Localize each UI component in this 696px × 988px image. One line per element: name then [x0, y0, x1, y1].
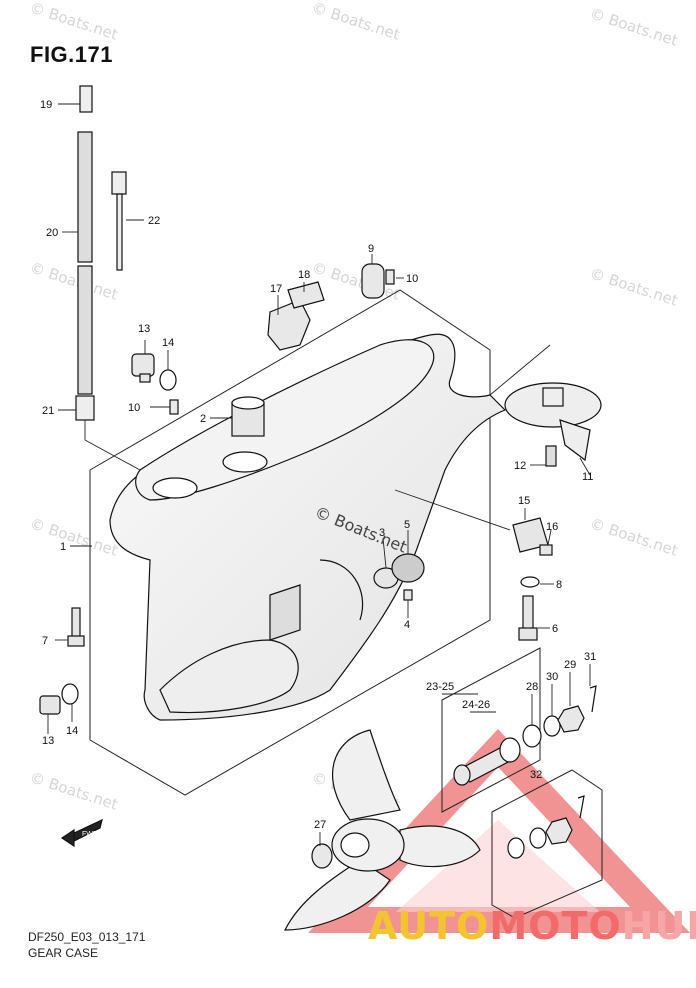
callout-32: 32	[530, 769, 542, 781]
washer-14-lower	[61, 683, 79, 705]
pin-10-right	[385, 269, 395, 285]
callout-14: 14	[162, 337, 174, 349]
propeller	[284, 729, 481, 931]
figure-title: FIG.171	[30, 42, 113, 67]
callout-16: 16	[546, 521, 558, 533]
shaft-19-20-21	[75, 85, 95, 421]
screw-16	[539, 544, 553, 556]
callout-17: 17	[270, 283, 282, 295]
plug-13-lower	[39, 695, 61, 715]
callout-24-26: 24-26	[462, 699, 490, 711]
washer-30	[543, 715, 561, 737]
callout-19: 19	[40, 99, 52, 111]
callout-28: 28	[526, 681, 538, 693]
fwd-label: FWD	[82, 831, 98, 838]
callout-8: 8	[556, 579, 562, 591]
callout-27: 27	[314, 819, 326, 831]
trim-tab-11	[504, 382, 602, 462]
callout-14b: 14	[66, 725, 78, 737]
cotter-pin-31	[589, 685, 597, 713]
gear-case-housing	[109, 333, 507, 721]
callout-5: 5	[404, 519, 410, 531]
callout-18: 18	[298, 269, 310, 281]
callout-4: 4	[404, 619, 410, 631]
callout-20: 20	[46, 227, 58, 239]
grommet-9	[361, 263, 385, 299]
diagram-name: GEAR CASE	[28, 946, 99, 960]
hardware-kit-32	[507, 795, 585, 859]
bolt-12	[545, 445, 557, 467]
callout-12: 12	[514, 460, 526, 472]
callout-labels: 19 20 21 22 13 14 10 2 17 18 9 10 12 11 …	[40, 99, 596, 831]
callout-22: 22	[148, 215, 160, 227]
callout-13: 13	[138, 323, 150, 335]
callout-13b: 13	[42, 735, 54, 747]
callout-23-25: 23-25	[426, 681, 454, 693]
pin-10-left	[169, 399, 179, 415]
callout-10: 10	[128, 402, 140, 414]
callout-31: 31	[584, 651, 596, 663]
shaft-group-outline	[441, 647, 541, 813]
washer-28	[522, 724, 542, 748]
gear-case-group-outline	[89, 289, 491, 796]
diagram-code: DF250_E03_013_171	[28, 930, 146, 944]
brand-part-hub: HUB	[621, 904, 696, 948]
key-4	[403, 589, 413, 601]
spacer-27	[311, 843, 333, 869]
callout-30: 30	[546, 671, 558, 683]
callout-15: 15	[518, 495, 530, 507]
callout-10b: 10	[406, 273, 418, 285]
bracket-18	[287, 281, 325, 309]
leader-lines	[47, 103, 591, 846]
bolt-6	[518, 595, 538, 641]
washer-14-upper	[159, 369, 177, 391]
brand-part-auto: AUTO	[368, 904, 490, 948]
callout-9: 9	[368, 243, 374, 255]
bolt-7	[67, 607, 85, 647]
brand-logo-text: AUTOMOTOHUB	[368, 904, 696, 948]
callout-2: 2	[200, 413, 206, 425]
bushing-17	[267, 299, 311, 351]
impeller-5	[391, 553, 425, 583]
cable-tie-22	[111, 171, 127, 271]
callout-21: 21	[42, 405, 54, 417]
brand-part-moto: MOTO	[489, 904, 622, 948]
washer-8	[520, 576, 540, 588]
washer-24-26	[499, 737, 521, 763]
plug-13-upper	[131, 353, 155, 383]
callout-3: 3	[379, 527, 385, 539]
callout-1: 1	[60, 541, 66, 553]
nut-29	[557, 705, 585, 733]
callout-6: 6	[552, 623, 558, 635]
callout-7: 7	[42, 635, 48, 647]
forward-arrow-icon: FWD	[60, 818, 103, 848]
callout-29: 29	[564, 659, 576, 671]
hardware-group-outline	[491, 769, 603, 919]
callout-11: 11	[582, 471, 593, 483]
